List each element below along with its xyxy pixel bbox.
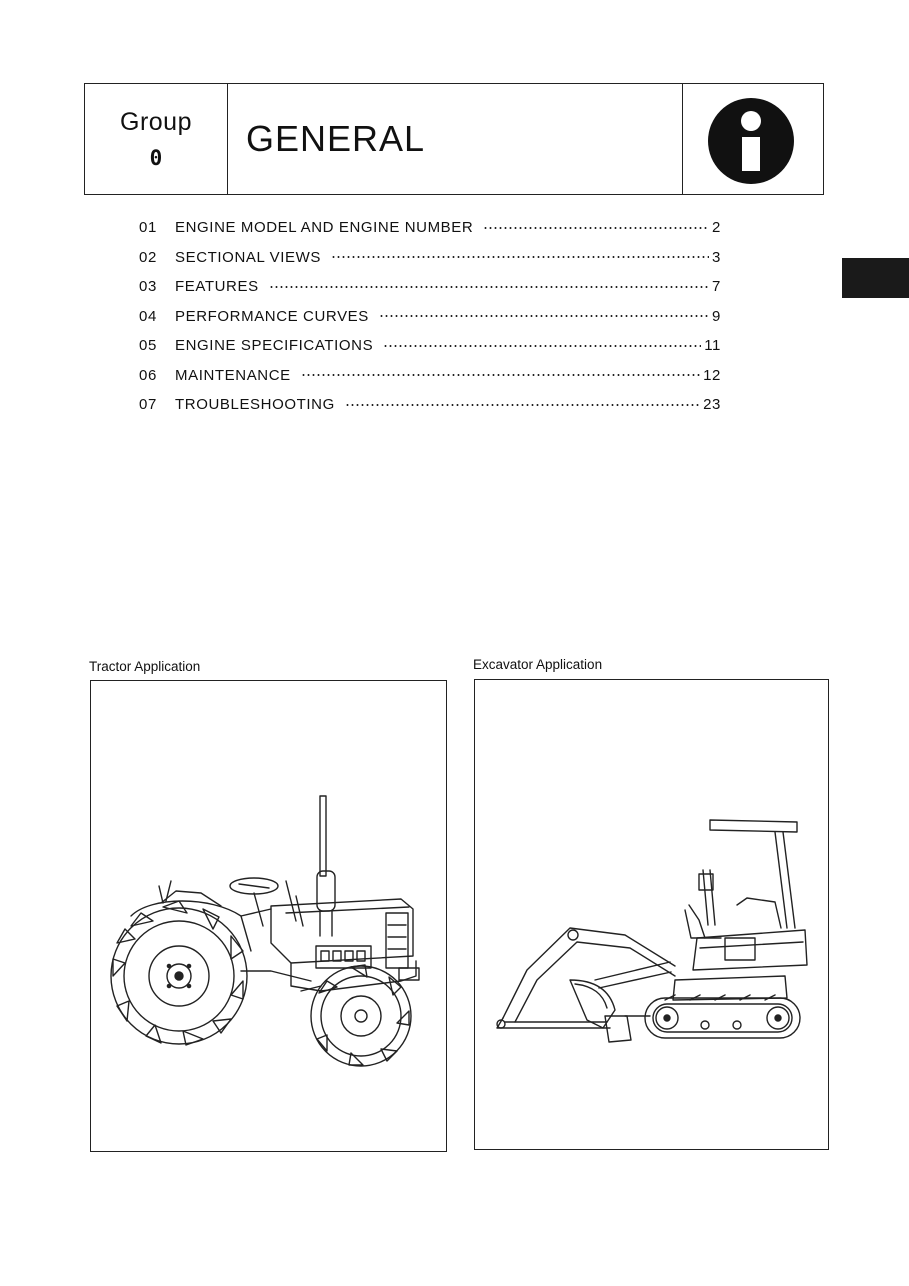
toc-page: 9 bbox=[712, 307, 721, 325]
excavator-illustration bbox=[496, 819, 808, 1043]
toc-number: 03 bbox=[139, 278, 157, 296]
tractor-illustration bbox=[110, 795, 420, 1067]
info-icon bbox=[708, 98, 794, 184]
toc-leader bbox=[344, 403, 701, 406]
toc-title: ENGINE MODEL AND ENGINE NUMBER bbox=[175, 219, 474, 237]
icon-cell bbox=[682, 84, 823, 194]
toc-page: 2 bbox=[712, 219, 721, 237]
toc-title: ENGINE SPECIFICATIONS bbox=[175, 337, 374, 355]
toc-item[interactable]: 04 PERFORMANCE CURVES 9 bbox=[139, 302, 721, 332]
toc-number: 06 bbox=[139, 366, 157, 384]
toc-leader bbox=[268, 285, 710, 288]
page-title: GENERAL bbox=[246, 118, 426, 159]
toc-item[interactable]: 01 ENGINE MODEL AND ENGINE NUMBER 2 bbox=[139, 213, 721, 243]
toc-leader bbox=[483, 226, 710, 229]
group-cell: Group 0 bbox=[85, 84, 228, 194]
toc-page: 7 bbox=[712, 278, 721, 296]
section-header: Group 0 GENERAL bbox=[84, 83, 824, 195]
toc-page: 12 bbox=[703, 366, 721, 384]
title-cell: GENERAL bbox=[228, 84, 682, 194]
toc-leader bbox=[383, 344, 702, 347]
toc-number: 04 bbox=[139, 307, 157, 325]
toc-item[interactable]: 06 MAINTENANCE 12 bbox=[139, 361, 721, 391]
toc-page: 11 bbox=[704, 337, 721, 355]
toc-number: 07 bbox=[139, 396, 157, 414]
section-tab bbox=[842, 258, 909, 298]
toc-title: TROUBLESHOOTING bbox=[175, 396, 335, 414]
group-number: 0 bbox=[149, 146, 163, 170]
excavator-figure bbox=[474, 679, 829, 1150]
toc-item[interactable]: 02 SECTIONAL VIEWS 3 bbox=[139, 243, 721, 273]
toc-item[interactable]: 07 TROUBLESHOOTING 23 bbox=[139, 390, 721, 420]
toc-title: FEATURES bbox=[175, 278, 259, 296]
toc-number: 02 bbox=[139, 248, 157, 266]
excavator-caption: Excavator Application bbox=[473, 657, 603, 672]
toc-number: 05 bbox=[139, 337, 157, 355]
toc-item[interactable]: 05 ENGINE SPECIFICATIONS 11 bbox=[139, 331, 721, 361]
table-of-contents: 01 ENGINE MODEL AND ENGINE NUMBER 2 02 S… bbox=[139, 213, 721, 420]
toc-page: 23 bbox=[703, 396, 721, 414]
group-label: Group bbox=[120, 108, 192, 136]
toc-leader bbox=[330, 256, 710, 259]
tractor-figure bbox=[90, 680, 447, 1152]
toc-leader bbox=[300, 374, 701, 377]
tractor-caption: Tractor Application bbox=[89, 659, 201, 674]
toc-title: PERFORMANCE CURVES bbox=[175, 307, 369, 325]
toc-page: 3 bbox=[712, 248, 721, 266]
toc-title: SECTIONAL VIEWS bbox=[175, 248, 321, 266]
toc-item[interactable]: 03 FEATURES 7 bbox=[139, 272, 721, 302]
toc-leader bbox=[378, 315, 710, 318]
toc-number: 01 bbox=[139, 219, 157, 237]
toc-title: MAINTENANCE bbox=[175, 366, 291, 384]
